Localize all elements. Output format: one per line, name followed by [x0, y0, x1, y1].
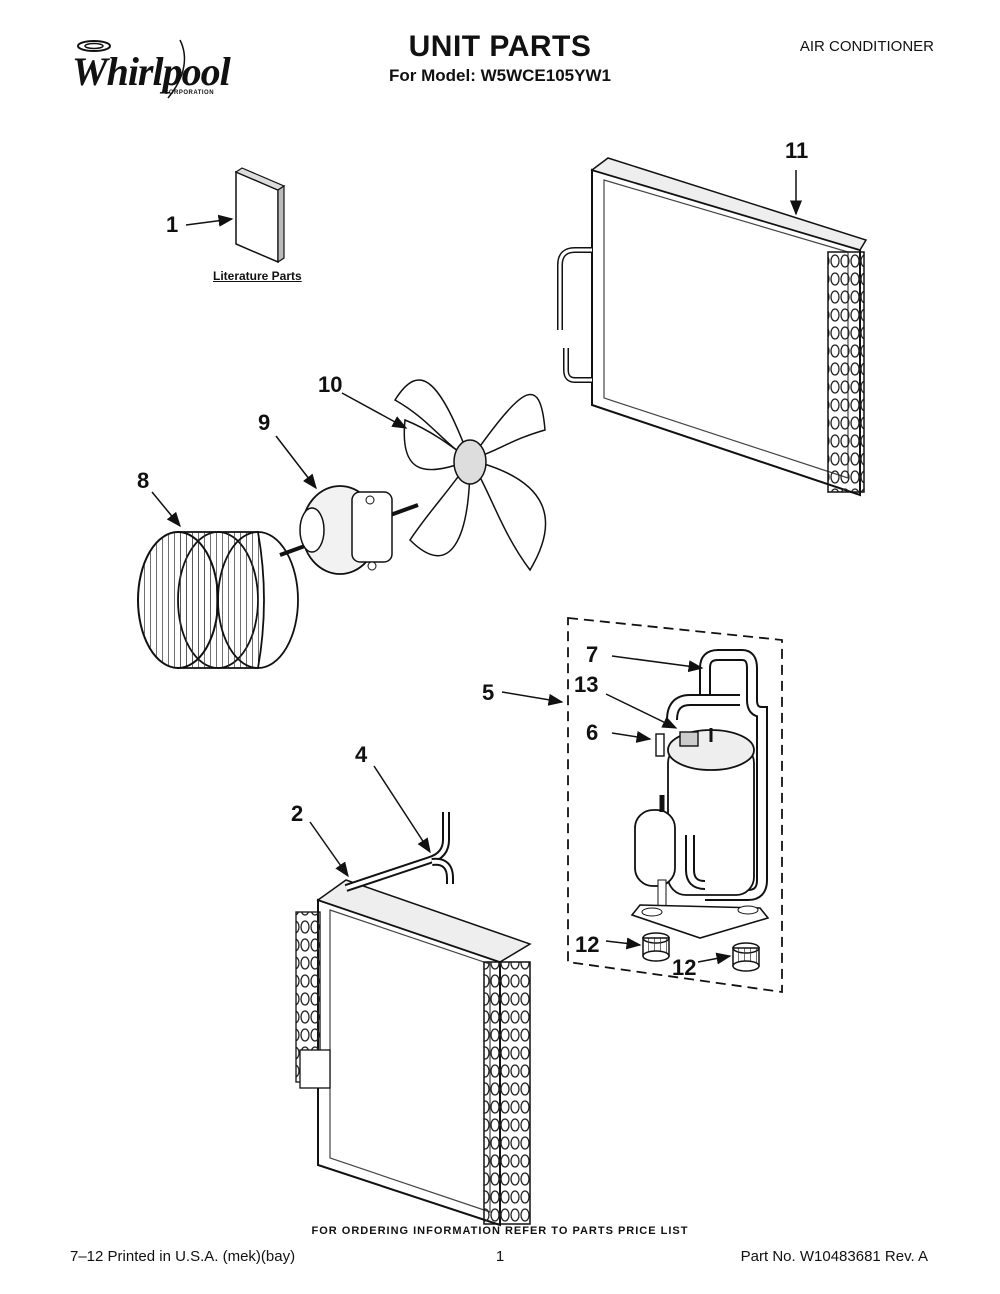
- condenser-coil: [557, 157, 868, 497]
- compressor-group-box: [567, 617, 783, 994]
- brand-subtitle: CORPORATION: [164, 90, 215, 96]
- evaporator-coil: [295, 879, 532, 1227]
- category-label: AIR CONDITIONER: [799, 38, 934, 55]
- brand-logo: Whirlpool CORPORATION: [68, 36, 231, 100]
- callout-5: 5: [482, 680, 495, 705]
- print-info: 7–12 Printed in U.S.A. (mek)(bay): [70, 1248, 296, 1265]
- literature-parts-label: Literature Parts: [213, 269, 302, 283]
- grommet-left: [642, 932, 670, 962]
- part-number: Part No. W10483681 Rev. A: [740, 1248, 928, 1265]
- fan-blade: [393, 379, 547, 572]
- callout-8: 8: [137, 468, 150, 493]
- callout-12-left: 12: [575, 932, 600, 957]
- callout-13: 13: [574, 672, 599, 697]
- compressor: [630, 649, 770, 939]
- callout-12-right: 12: [672, 955, 697, 980]
- brand-name: Whirlpool: [72, 49, 231, 94]
- callout-1: 1: [166, 212, 179, 237]
- fan-motor: [279, 485, 419, 575]
- callout-10: 10: [318, 372, 343, 397]
- callout-9: 9: [258, 410, 271, 435]
- callout-11: 11: [785, 138, 809, 163]
- page-number: 1: [495, 1248, 505, 1265]
- literature-booklet: [234, 167, 286, 264]
- blower-wheel: [137, 531, 299, 669]
- model-line: For Model: W5WCE105YW1: [389, 66, 611, 85]
- logo-swirl-icon: [77, 39, 186, 99]
- page-title: UNIT PARTS: [408, 30, 592, 63]
- callout-2: 2: [291, 801, 304, 826]
- refrigerant-tube: [344, 812, 454, 892]
- callout-7: 7: [586, 642, 599, 667]
- callout-6: 6: [586, 720, 599, 745]
- ordering-note: FOR ORDERING INFORMATION REFER TO PARTS …: [311, 1225, 689, 1237]
- callout-4: 4: [355, 742, 368, 767]
- grommet-right: [732, 942, 760, 972]
